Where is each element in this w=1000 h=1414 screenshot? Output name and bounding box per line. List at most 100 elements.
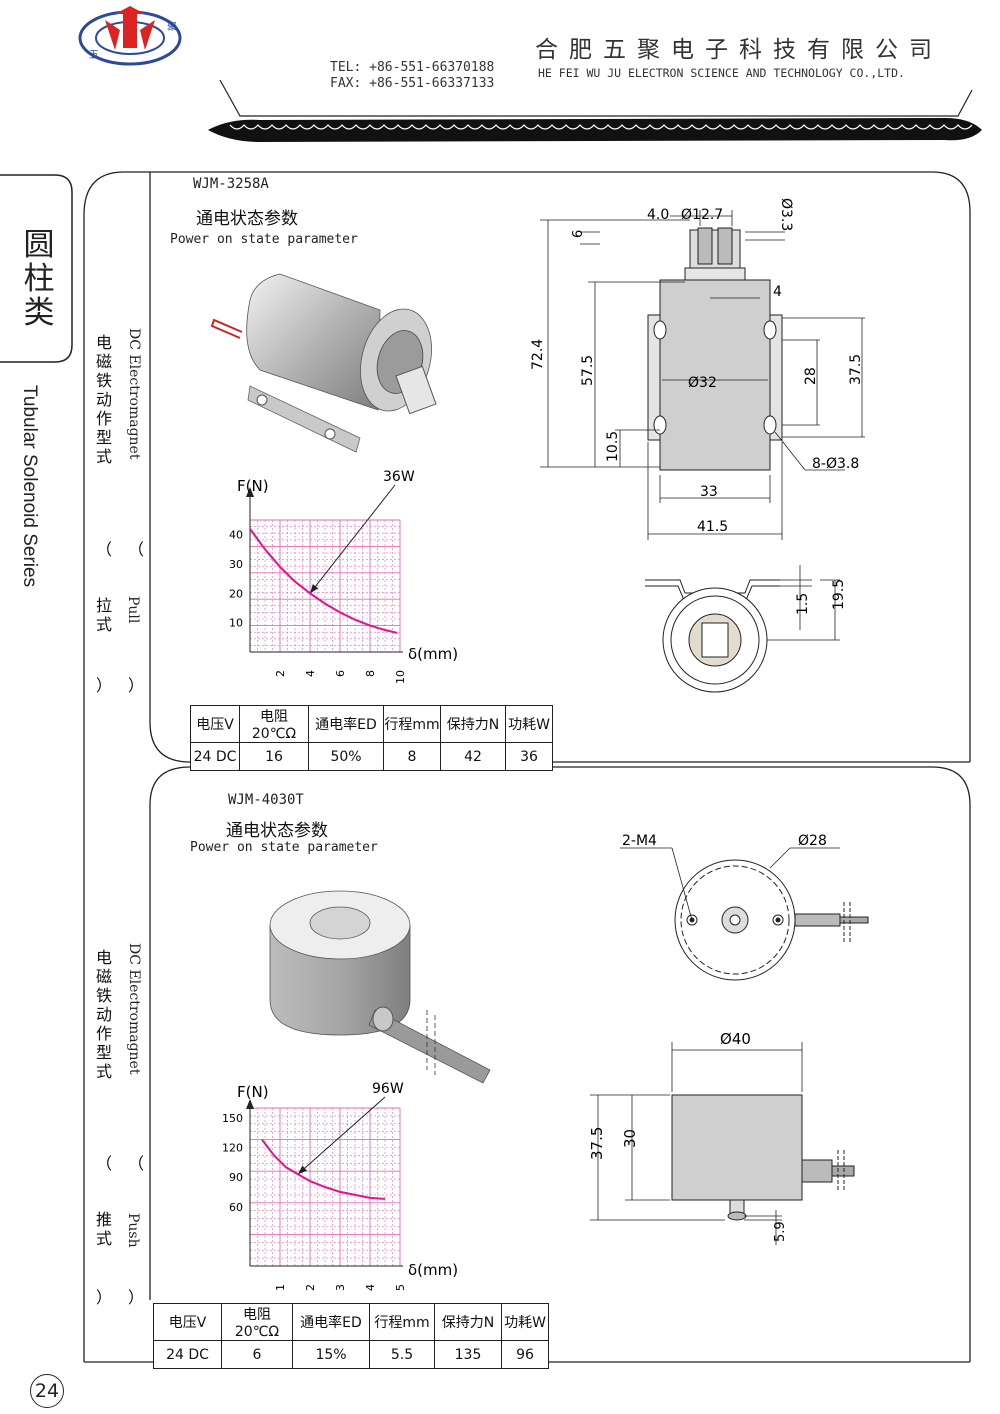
product-render-solenoid — [269, 890, 491, 1084]
dim-label: 19.5 — [831, 579, 847, 610]
spec-value: 42 — [440, 742, 506, 771]
paren-close: ） — [127, 676, 144, 695]
header-banner — [208, 79, 982, 142]
paren-open: （ — [127, 540, 144, 559]
x-tick-label: 2 — [304, 1284, 317, 1291]
dim-label: 32 — [699, 375, 717, 391]
fax-number: FAX: +86-551-66337133 — [330, 76, 495, 91]
spec-header-row: 电压V 电阻20℃Ω 通电率ED 行程mm 保持力N 功耗W — [190, 705, 553, 743]
dim-label: 10.5 — [605, 431, 621, 462]
spec-header: 通电率ED — [292, 1303, 370, 1341]
y-tick-label: 150 — [222, 1112, 243, 1125]
spec-header: 电阻20℃Ω — [221, 1303, 293, 1341]
spec-value: 135 — [434, 1340, 502, 1369]
dimension-drawing-front: Ø12.7 4.0 Ø3.3 6 4 72.4 57.5 Ø32 28 37.5… — [530, 198, 865, 540]
series-label: 96W — [372, 1081, 404, 1097]
paren-close: ） — [127, 1288, 144, 1307]
spec-value-row: 24 DC 16 50% 8 42 36 — [190, 742, 553, 771]
series-label: 36W — [383, 469, 415, 485]
spec-header: 行程mm — [369, 1303, 435, 1341]
dim-label: 12.7 — [692, 207, 723, 223]
dim-label: 4.0 — [647, 207, 669, 223]
y-axis-arrow — [246, 1099, 254, 1109]
dim-label: 28 — [803, 367, 819, 385]
spec-value: 36 — [505, 742, 553, 771]
spec-header: 电压V — [153, 1303, 222, 1341]
x-tick-label: 5 — [394, 1284, 407, 1291]
company-name-cn: 合肥五聚电子科技有限公司 — [535, 37, 943, 63]
spec-table: 电压V 电阻20℃Ω 通电率ED 行程mm 保持力N 功耗W 24 DC 16 … — [190, 705, 553, 771]
tel-number: TEL: +86-551-66370188 — [330, 60, 495, 75]
leader-arrow — [310, 584, 319, 594]
section-title-en: Power on state parameter — [190, 840, 378, 855]
dim-label: 5.9 — [773, 1221, 788, 1242]
spec-header: 电压V — [190, 705, 240, 743]
dim-label: 28 — [809, 833, 827, 849]
dim-label: 1.5 — [795, 593, 811, 615]
dim-label: Ø3.3 — [778, 198, 794, 231]
spec-value: 5.5 — [369, 1340, 435, 1369]
y-tick-label: 30 — [229, 558, 243, 571]
dim-label: 30 — [621, 1129, 639, 1148]
dimension-drawing-top: 1.5 19.5 — [645, 565, 847, 693]
page-number: 24 — [30, 1374, 64, 1408]
label-leader — [297, 1096, 386, 1175]
x-axis-label: δ(mm) — [408, 1261, 458, 1279]
model-name: WJM-3258A — [193, 176, 269, 192]
dim-label: 37.5 — [588, 1127, 606, 1160]
paren-open: （ — [95, 540, 112, 559]
type-label-cn: 电磁铁动作型式 — [95, 948, 112, 1081]
paren-close: ） — [95, 676, 112, 695]
dim-label: Ø40 — [720, 1030, 751, 1048]
paren-open: （ — [95, 1154, 112, 1173]
force-curve — [261, 1138, 386, 1200]
mode-label-en-wrap: Push — [125, 1213, 161, 1273]
spec-value: 8 — [383, 742, 441, 771]
y-axis-label: F(N) — [237, 477, 269, 495]
type-label-en-wrap: DC Electromagnet — [126, 943, 162, 1113]
x-tick-label: 4 — [304, 670, 317, 677]
dim-label: 8- — [812, 456, 826, 472]
spec-header: 功耗W — [505, 705, 553, 743]
dim-label: 3.3 — [778, 209, 794, 231]
paren-open: （ — [127, 1154, 144, 1173]
spec-value: 96 — [501, 1340, 549, 1369]
company-logo: 五 聚 — [78, 6, 182, 66]
dim-label: 33 — [700, 484, 718, 500]
dim-label: Ø28 — [798, 833, 827, 849]
dim-label: 57.5 — [580, 355, 596, 386]
dim-label: Ø12.7 — [681, 207, 723, 223]
mode-label-en: Pull — [125, 596, 141, 624]
logo-text-right: 聚 — [167, 21, 177, 33]
category-title-en: Tubular Solenoid Series — [19, 385, 40, 588]
dim-label: 41.5 — [697, 519, 728, 535]
chart-grid — [249, 1107, 401, 1267]
y-tick-label: 60 — [229, 1201, 243, 1214]
spec-table: 电压V 电阻20℃Ω 通电率ED 行程mm 保持力N 功耗W 24 DC 6 1… — [153, 1303, 549, 1369]
y-axis-label: F(N) — [237, 1083, 269, 1101]
spec-value: 6 — [221, 1340, 293, 1369]
x-tick-label: 8 — [364, 670, 377, 677]
force-curve — [249, 528, 398, 634]
dim-label: 2-M4 — [622, 833, 657, 849]
spec-header: 行程mm — [383, 705, 441, 743]
model-name: WJM-4030T — [228, 792, 304, 808]
dim-label: Ø32 — [688, 375, 717, 391]
x-tick-label: 4 — [364, 1284, 377, 1291]
category-title-cn: 圆柱类 — [23, 227, 55, 331]
spec-header: 保持力N — [434, 1303, 502, 1341]
dim-label: 3.8 — [837, 456, 859, 472]
paren-close: ） — [95, 1288, 112, 1307]
dim-label: 40 — [732, 1030, 751, 1048]
mode-label-cn: 拉式 — [95, 596, 112, 634]
spec-value-row: 24 DC 6 15% 5.5 135 96 — [153, 1340, 549, 1369]
spec-header: 保持力N — [440, 705, 506, 743]
spec-header: 通电率ED — [308, 705, 384, 743]
label-leader — [309, 484, 396, 594]
dim-label: 6 — [571, 230, 586, 238]
spec-header: 功耗W — [501, 1303, 549, 1341]
section-title-cn: 通电状态参数 — [196, 209, 298, 229]
type-label-cn: 电磁铁动作型式 — [95, 333, 112, 466]
